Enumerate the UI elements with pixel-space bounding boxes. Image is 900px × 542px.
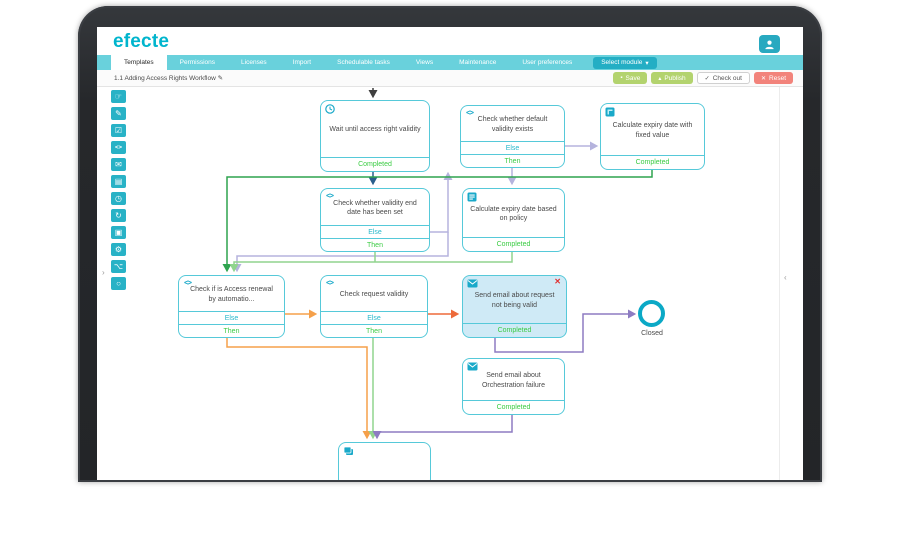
user-icon <box>765 40 774 49</box>
flow-tool-icon[interactable]: ⌥ <box>111 260 126 273</box>
workflow-node-email-not-valid[interactable]: ✕ Send email about request not being val… <box>462 275 567 338</box>
app-header: efecte <box>97 27 803 55</box>
left-panel-handle[interactable]: › <box>102 268 105 277</box>
workflow-node-check-default-validity[interactable]: <> Check whether default validity exists… <box>460 105 565 168</box>
workflow-node-check-request-validity[interactable]: <> Check request validity Else Then <box>320 275 428 338</box>
end-node-label: Closed <box>641 330 663 337</box>
workflow-node-calc-fixed-expiry[interactable]: Calculate expiry date with fixed value C… <box>600 103 705 170</box>
save-button[interactable]: ▪ Save <box>613 72 648 84</box>
then-branch[interactable]: Then <box>461 154 564 167</box>
document-icon <box>467 192 477 202</box>
node-title: Send email about request not being valid <box>474 292 555 309</box>
close-icon: ✕ <box>760 75 767 82</box>
app-window: efecte Templates Permissions Licenses Im… <box>97 27 803 480</box>
tab-maintenance[interactable]: Maintenance <box>459 59 497 66</box>
tab-import[interactable]: Import <box>292 59 312 66</box>
node-title: Check if is Access renewal by automatio.… <box>190 286 273 303</box>
efecte-logo: efecte <box>113 31 170 52</box>
tab-licenses[interactable]: Licenses <box>241 59 267 66</box>
workflow-node-email-orchestration-failure[interactable]: Send email about Orchestration failure C… <box>462 358 565 415</box>
pointer-tool-icon[interactable]: ☞ <box>111 90 126 103</box>
clock-icon <box>325 104 335 114</box>
form-tool-icon[interactable]: ▤ <box>111 175 126 188</box>
tab-permissions[interactable]: Permissions <box>179 59 216 66</box>
publish-icon: ▴ <box>658 75 662 82</box>
wait-tool-icon[interactable]: ◷ <box>111 192 126 205</box>
node-title: Calculate expiry date with fixed value <box>612 122 693 139</box>
workflow-toolbar: 1.1 Adding Access Rights Workflow ✎ ▪ Sa… <box>97 70 803 87</box>
workflow-node-wait-validity[interactable]: Wait until access right validity Complet… <box>320 100 430 172</box>
edit-tool-icon[interactable]: ✎ <box>111 107 126 120</box>
element-palette: ☞ ✎ ☑ <> ✉ ▤ ◷ ↻ ▣ ⚙ ⌥ ○ <box>111 90 127 290</box>
node-status: Completed <box>321 157 429 171</box>
workflow-title: 1.1 Adding Access Rights Workflow ✎ <box>114 75 224 82</box>
select-module-label: Select module <box>601 59 643 66</box>
else-branch[interactable]: Else <box>321 311 427 324</box>
check-out-button[interactable]: ✓ Check out <box>696 72 750 84</box>
edit-title-icon[interactable]: ✎ <box>217 75 224 82</box>
save-icon: ▪ <box>620 75 623 81</box>
end-tool-icon[interactable]: ○ <box>111 277 126 290</box>
code-icon: <> <box>326 191 334 200</box>
node-title: Check whether validity end date has been… <box>333 199 417 216</box>
node-status: Completed <box>463 237 564 251</box>
code-tool-icon[interactable]: <> <box>111 141 126 154</box>
approval-tool-icon[interactable]: ☑ <box>111 124 126 137</box>
settings-tool-icon[interactable]: ⚙ <box>111 243 126 256</box>
workflow-node-bottom-partial[interactable] <box>338 442 431 480</box>
toolbar-actions: ▪ Save ▴ Publish ✓ Check out ✕ Reset <box>613 72 793 84</box>
delete-node-icon[interactable]: ✕ <box>554 277 561 286</box>
workflow-node-check-renewal[interactable]: <> Check if is Access renewal by automat… <box>178 275 285 338</box>
loop-tool-icon[interactable]: ↻ <box>111 209 126 222</box>
else-branch[interactable]: Else <box>461 141 564 154</box>
node-title: Send email about Orchestration failure <box>481 372 546 389</box>
check-icon: ✓ <box>704 75 710 82</box>
then-branch[interactable]: Then <box>321 324 427 337</box>
else-branch[interactable]: Else <box>321 225 429 238</box>
attribute-icon <box>605 107 615 117</box>
node-title: Wait until access right validity <box>329 126 421 134</box>
workflow-end-node[interactable] <box>638 300 665 327</box>
else-branch[interactable]: Else <box>179 311 284 324</box>
canvas-right-divider <box>779 87 780 480</box>
then-branch[interactable]: Then <box>179 324 284 337</box>
node-status: Completed <box>463 323 566 337</box>
mail-icon <box>467 279 478 288</box>
tab-templates[interactable]: Templates <box>111 55 167 70</box>
node-title: Calculate expiry date based on policy <box>470 205 557 222</box>
publish-button[interactable]: ▴ Publish <box>651 72 693 84</box>
tab-schedulable-tasks[interactable]: Schedulable tasks <box>337 59 390 66</box>
chevron-down-icon: ▾ <box>645 59 649 67</box>
right-panel-handle[interactable]: ‹ <box>784 273 787 282</box>
copy-icon <box>343 446 353 455</box>
code-icon: <> <box>184 278 192 287</box>
select-module-dropdown[interactable]: Select module ▾ <box>593 56 657 69</box>
main-nav: Templates Permissions Licenses Import Sc… <box>97 55 803 70</box>
code-icon: <> <box>326 278 334 287</box>
then-branch[interactable]: Then <box>321 238 429 251</box>
user-button[interactable] <box>759 35 780 53</box>
mail-icon <box>467 362 478 371</box>
reset-button[interactable]: ✕ Reset <box>753 72 793 84</box>
workflow-node-check-end-date[interactable]: <> Check whether validity end date has b… <box>320 188 430 252</box>
node-title: Check request validity <box>339 290 409 298</box>
code-icon: <> <box>466 108 474 117</box>
node-status: Completed <box>601 155 704 169</box>
connector-layer <box>222 88 653 440</box>
workflow-node-calc-policy-expiry[interactable]: Calculate expiry date based on policy Co… <box>462 188 565 252</box>
tab-views[interactable]: Views <box>415 59 434 66</box>
tab-user-preferences[interactable]: User preferences <box>522 59 573 66</box>
node-status: Completed <box>463 400 564 414</box>
copy-tool-icon[interactable]: ▣ <box>111 226 126 239</box>
email-tool-icon[interactable]: ✉ <box>111 158 126 171</box>
node-title: Check whether default validity exists <box>477 116 548 133</box>
